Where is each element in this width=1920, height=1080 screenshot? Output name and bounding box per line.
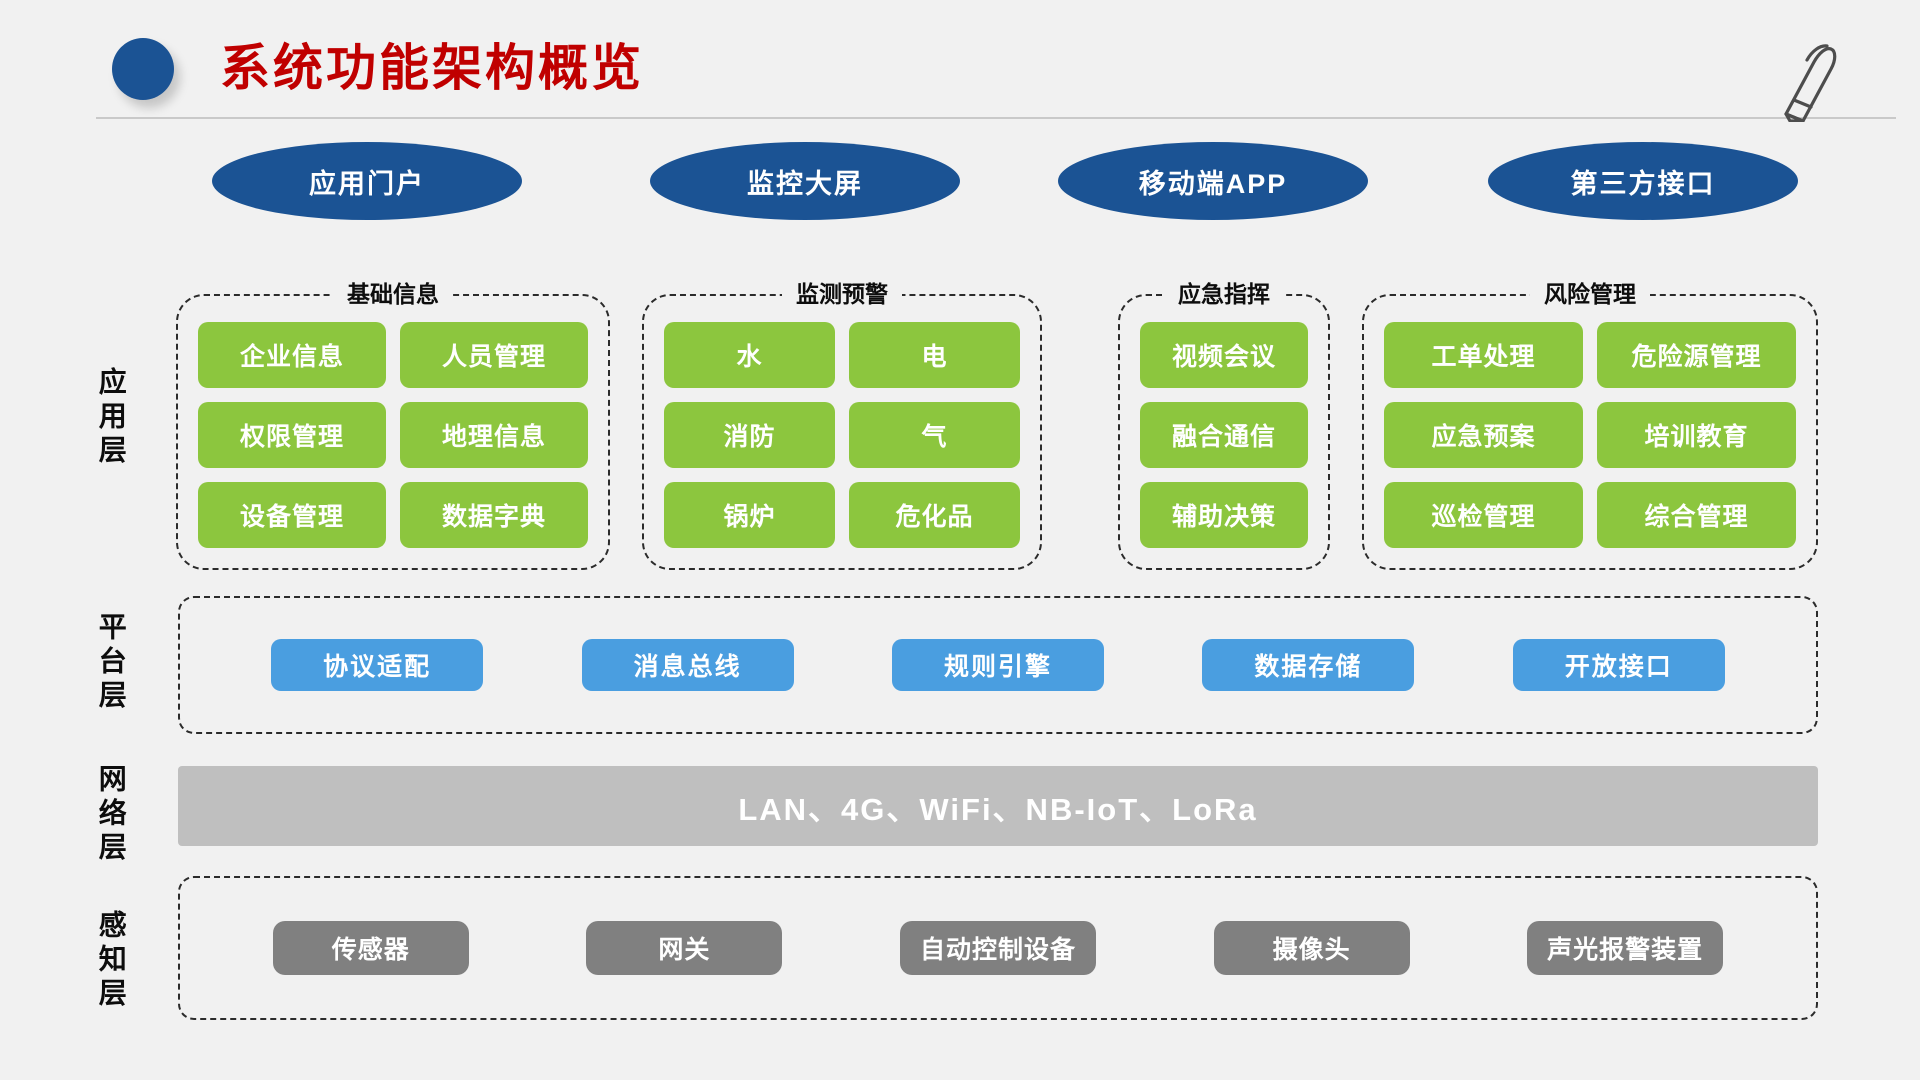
sense-chip[interactable]: 自动控制设备 — [899, 921, 1096, 975]
app-chip[interactable]: 综合管理 — [1597, 482, 1796, 548]
application-layer: 基础信息 企业信息 人员管理 权限管理 地理信息 设备管理 数据字典 监测预警 — [0, 262, 1920, 572]
app-chip[interactable]: 锅炉 — [664, 482, 835, 548]
platform-layer-items: 协议适配 消息总线 规则引擎 数据存储 开放接口 — [180, 598, 1816, 732]
network-layer-text: LAN、4G、WiFi、NB-IoT、LoRa — [738, 791, 1258, 827]
app-chip[interactable]: 消防 — [664, 402, 835, 468]
platform-chip[interactable]: 消息总线 — [581, 639, 794, 691]
sense-layer-items: 传感器 网关 自动控制设备 摄像头 声光报警装置 — [180, 878, 1816, 1018]
group-row: 消防 气 — [664, 402, 1020, 468]
app-chip[interactable]: 设备管理 — [198, 482, 386, 548]
group-row: 权限管理 地理信息 — [198, 402, 588, 468]
app-chip[interactable]: 数据字典 — [400, 482, 588, 548]
sense-chip[interactable]: 网关 — [586, 921, 783, 975]
sense-layer-frame: 传感器 网关 自动控制设备 摄像头 声光报警装置 — [178, 876, 1818, 1020]
app-group-monitor-alarm: 监测预警 水 电 消防 气 锅炉 危化品 — [642, 280, 1042, 570]
portal-item-1[interactable]: 监控大屏 — [650, 142, 960, 220]
pen-icon — [1784, 44, 1837, 122]
layer-label-platform: 平台层 — [95, 612, 127, 714]
layer-label-application: 应用层 — [95, 367, 127, 469]
network-layer-bar: LAN、4G、WiFi、NB-IoT、LoRa — [178, 766, 1818, 846]
app-chip[interactable]: 权限管理 — [198, 402, 386, 468]
group-row: 视频会议 — [1140, 322, 1308, 388]
app-chip[interactable]: 培训教育 — [1597, 402, 1796, 468]
portal-item-0[interactable]: 应用门户 — [212, 142, 522, 220]
group-row: 企业信息 人员管理 — [198, 322, 588, 388]
app-chip[interactable]: 巡检管理 — [1384, 482, 1583, 548]
portal-item-2[interactable]: 移动端APP — [1058, 142, 1368, 220]
sense-chip[interactable]: 声光报警装置 — [1527, 921, 1724, 975]
group-title: 监测预警 — [782, 280, 902, 308]
portal-label: 第三方接口 — [1570, 168, 1716, 199]
portal-label: 监控大屏 — [747, 168, 863, 199]
app-group-emergency-command: 应急指挥 视频会议 融合通信 辅助决策 — [1118, 280, 1330, 570]
group-row: 融合通信 — [1140, 402, 1308, 468]
app-chip[interactable]: 危险源管理 — [1597, 322, 1796, 388]
platform-chip[interactable]: 规则引擎 — [891, 639, 1104, 691]
group-title: 风险管理 — [1530, 280, 1650, 308]
app-chip[interactable]: 融合通信 — [1140, 402, 1308, 468]
group-title: 基础信息 — [333, 280, 453, 308]
app-chip[interactable]: 气 — [849, 402, 1020, 468]
group-row: 设备管理 数据字典 — [198, 482, 588, 548]
app-chip[interactable]: 电 — [849, 322, 1020, 388]
app-chip[interactable]: 地理信息 — [400, 402, 588, 468]
group-items: 企业信息 人员管理 权限管理 地理信息 设备管理 数据字典 — [198, 322, 588, 548]
group-row: 应急预案 培训教育 — [1384, 402, 1796, 468]
app-chip[interactable]: 水 — [664, 322, 835, 388]
group-items: 视频会议 融合通信 辅助决策 — [1140, 322, 1308, 548]
app-chip[interactable]: 应急预案 — [1384, 402, 1583, 468]
group-row: 工单处理 危险源管理 — [1384, 322, 1796, 388]
app-chip[interactable]: 工单处理 — [1384, 322, 1583, 388]
sense-chip[interactable]: 传感器 — [272, 921, 469, 975]
group-row: 辅助决策 — [1140, 482, 1308, 548]
portal-label: 应用门户 — [309, 168, 425, 199]
app-chip[interactable]: 企业信息 — [198, 322, 386, 388]
portal-row: 应用门户 监控大屏 移动端APP 第三方接口 — [0, 142, 1920, 220]
sense-chip[interactable]: 摄像头 — [1213, 921, 1410, 975]
group-row: 巡检管理 综合管理 — [1384, 482, 1796, 548]
header-divider — [96, 117, 1896, 119]
platform-layer-frame: 协议适配 消息总线 规则引擎 数据存储 开放接口 — [178, 596, 1818, 734]
platform-chip[interactable]: 数据存储 — [1202, 639, 1415, 691]
group-row: 锅炉 危化品 — [664, 482, 1020, 548]
group-items: 水 电 消防 气 锅炉 危化品 — [664, 322, 1020, 548]
platform-chip[interactable]: 协议适配 — [271, 639, 484, 691]
app-chip[interactable]: 视频会议 — [1140, 322, 1308, 388]
app-group-risk-management: 风险管理 工单处理 危险源管理 应急预案 培训教育 巡检管理 综合管理 — [1362, 280, 1818, 570]
app-group-basic-info: 基础信息 企业信息 人员管理 权限管理 地理信息 设备管理 数据字典 — [176, 280, 610, 570]
app-chip[interactable]: 辅助决策 — [1140, 482, 1308, 548]
title-bullet-circle — [112, 38, 174, 100]
group-title: 应急指挥 — [1164, 280, 1284, 308]
layer-label-network: 网络层 — [95, 764, 127, 866]
app-chip[interactable]: 危化品 — [849, 482, 1020, 548]
group-row: 水 电 — [664, 322, 1020, 388]
portal-label: 移动端APP — [1138, 168, 1288, 199]
app-chip[interactable]: 人员管理 — [400, 322, 588, 388]
page-title: 系统功能架构概览 — [220, 40, 644, 96]
platform-chip[interactable]: 开放接口 — [1512, 639, 1725, 691]
portal-item-3[interactable]: 第三方接口 — [1488, 142, 1798, 220]
layer-label-sense: 感知层 — [95, 910, 127, 1012]
group-items: 工单处理 危险源管理 应急预案 培训教育 巡检管理 综合管理 — [1384, 322, 1796, 548]
